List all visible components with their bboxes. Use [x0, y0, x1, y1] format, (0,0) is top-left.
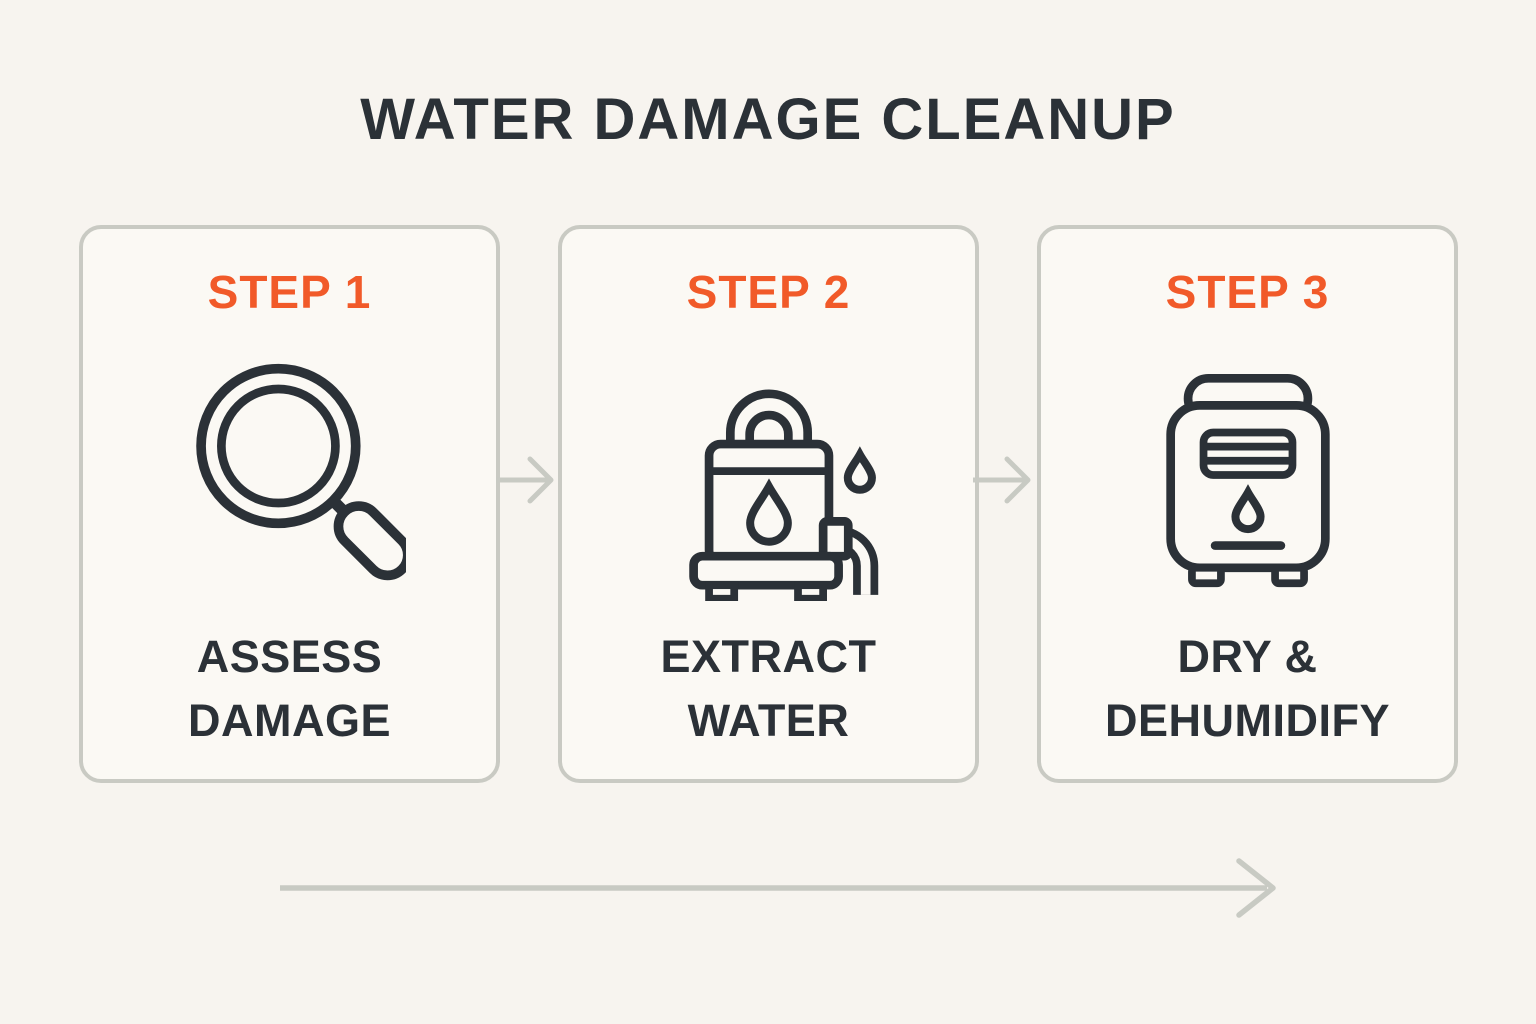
step-3-caption: DRY & DEHUMIDIFY [1105, 631, 1390, 746]
steps-row: STEP 1 ASSESS DAMAGE STEP 2 [79, 225, 1458, 783]
arrow-right-icon [971, 445, 1035, 515]
step-1-caption: ASSESS DAMAGE [188, 631, 391, 746]
page-title: WATER DAMAGE CLEANUP [360, 87, 1176, 152]
dehumidifier-icon [1132, 349, 1364, 601]
water-pump-icon [653, 349, 885, 601]
process-flow-arrow-icon [277, 853, 1277, 923]
step-2-caption: EXTRACT WATER [660, 631, 877, 746]
magnifier-icon [174, 349, 406, 601]
step-3-label: STEP 3 [1165, 266, 1330, 318]
step-card-2: STEP 2 EXTRACT WATER [558, 225, 979, 783]
step-1-label: STEP 1 [207, 266, 372, 318]
step-2-label: STEP 2 [686, 266, 851, 318]
step-card-3: STEP 3 DRY & DEHUMIDIFY [1037, 225, 1458, 783]
step-card-1: STEP 1 ASSESS DAMAGE [79, 225, 500, 783]
arrow-right-icon [494, 445, 558, 515]
